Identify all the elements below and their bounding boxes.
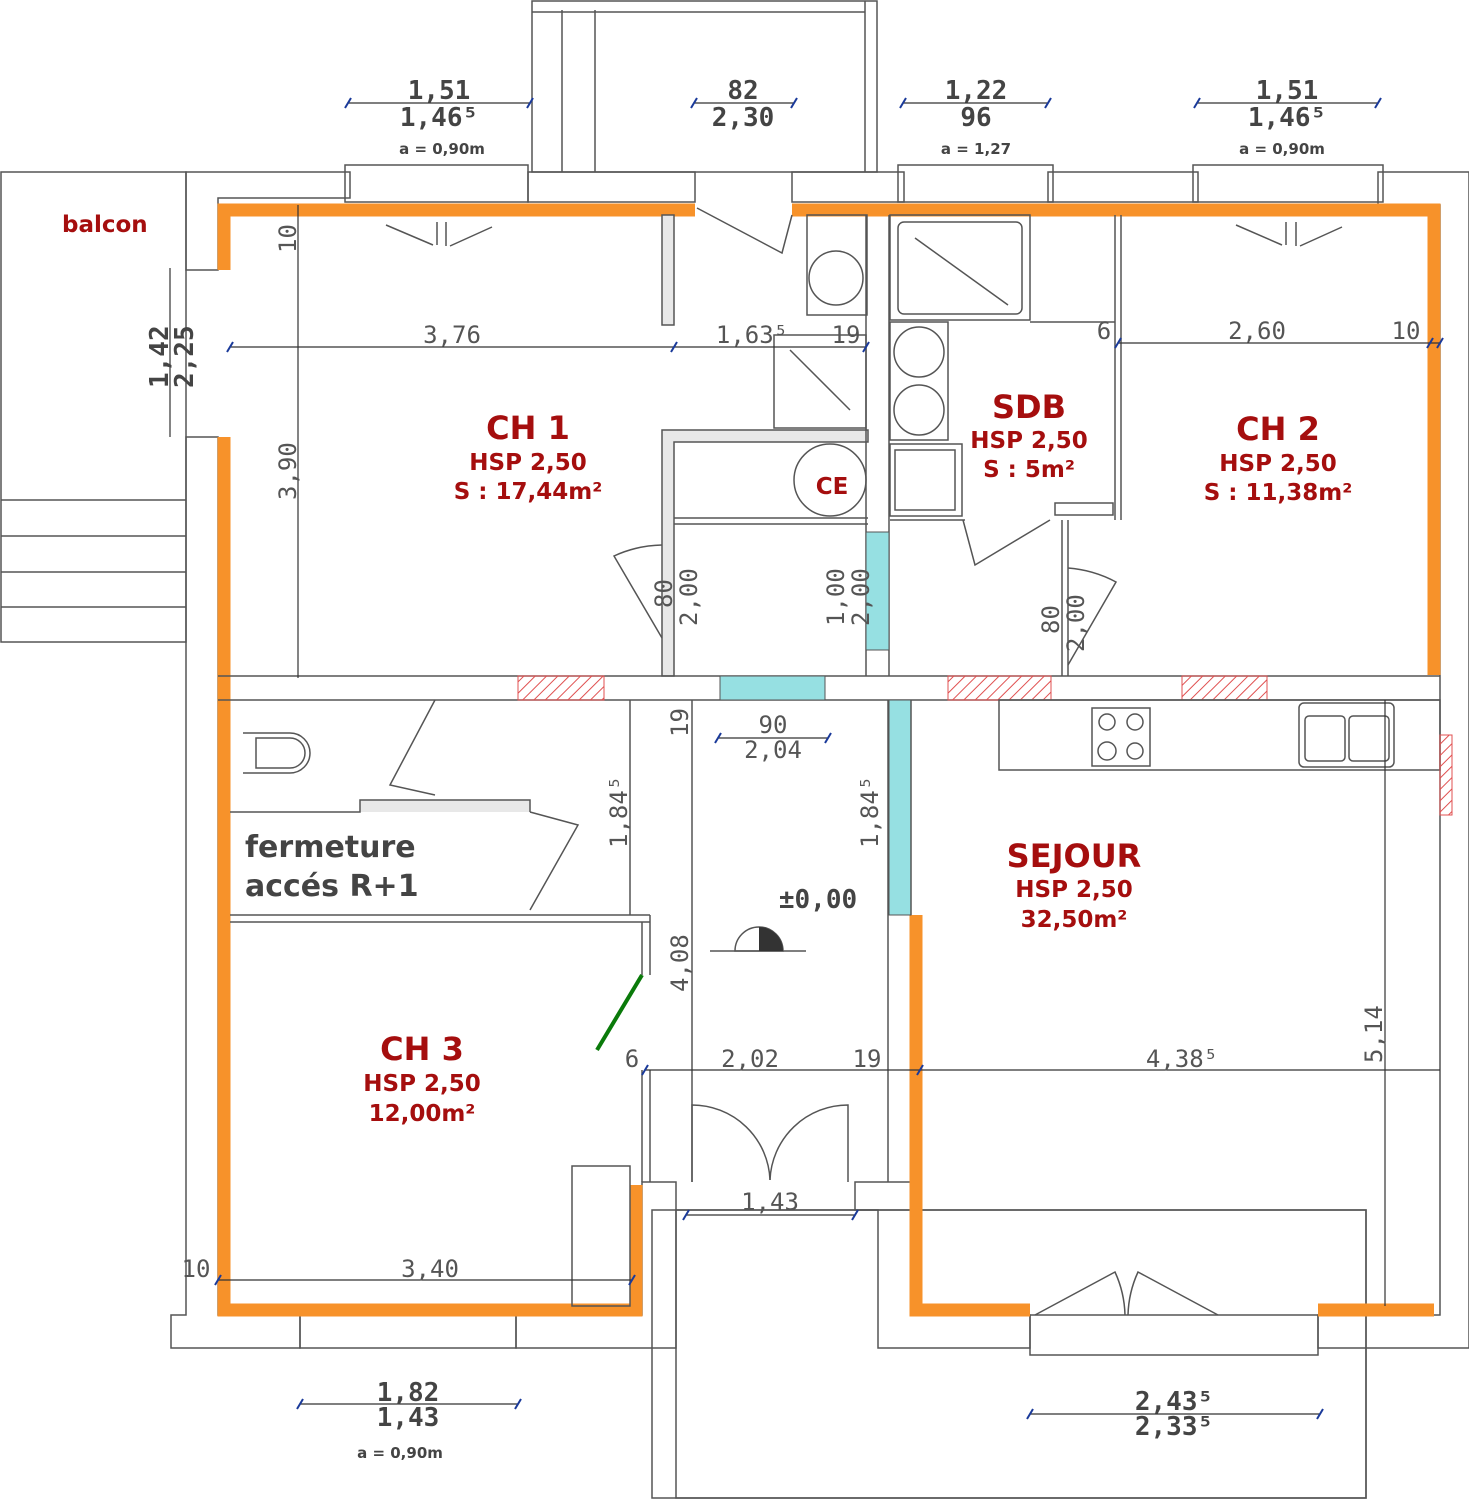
dim-ch1-width: 3,76 [423, 321, 481, 349]
balcony [0, 171, 187, 643]
water-heater: CE [793, 443, 867, 517]
dim-wall-6b: 6 [625, 1045, 639, 1073]
room-ch3: CH 3 HSP 2,50 12,00m² [363, 1030, 480, 1127]
dim-ch1-depth: 3,90 [274, 442, 302, 500]
stair-closure-note: fermeture accés R+1 [245, 830, 419, 904]
room-sdb: SDB HSP 2,50 S : 5m² [970, 388, 1087, 483]
bay-window-width: 2,43⁵ [1135, 1387, 1213, 1417]
room-sejour: SEJOUR HSP 2,50 32,50m² [1007, 837, 1142, 933]
window-1-width: 1,51 [408, 76, 471, 106]
dimension-lines [169, 97, 1444, 1420]
exterior-walls [170, 0, 1469, 1499]
dim-wall-19b: 19 [853, 1045, 882, 1073]
door-ch2-width: 80 [1037, 605, 1065, 634]
window-1-opening: 1,46⁵ [400, 103, 478, 133]
room-name: CH 2 [1236, 410, 1320, 448]
room-area: S : 17,44m² [454, 479, 603, 505]
door-ch1-height: 2,00 [675, 568, 703, 626]
window-3-width: 1,51 [1256, 76, 1319, 106]
interior-dimensions: 10 3,76 1,63⁵ 19 6 2,60 10 3,90 80 2,00 … [182, 224, 1421, 1283]
window-4-allege: a = 0,90m [357, 1444, 443, 1462]
room-hsp: HSP 2,50 [970, 428, 1087, 454]
window-1-allege: a = 0,90m [399, 140, 485, 158]
room-hsp: HSP 2,50 [1219, 451, 1336, 477]
dim-wall-top: 10 [274, 224, 302, 253]
dim-wall-19a: 19 [832, 321, 861, 349]
room-area: 12,00m² [369, 1101, 476, 1127]
stair-note-line2: accés R+1 [245, 869, 419, 904]
dim-hall-left: 1,84⁵ [605, 776, 633, 848]
insulation-lining [217, 203, 1441, 1317]
balcony-door-height: 2,25 [170, 325, 200, 388]
dim-sejour-depth: 5,14 [1360, 1005, 1388, 1063]
dim-dressing-width: 1,63⁵ [716, 321, 788, 349]
dim-sejour-width: 4,38⁵ [1146, 1045, 1218, 1073]
dim-wall-10b: 10 [1392, 317, 1421, 345]
balcony-label: balcon [62, 212, 148, 238]
dim-wall-6a: 6 [1097, 317, 1111, 345]
room-name: SEJOUR [1007, 837, 1142, 875]
window-4-width: 1,82 [377, 1378, 440, 1408]
room-name: CH 3 [380, 1030, 464, 1068]
water-heater-label: CE [816, 474, 849, 500]
dim-hall-right: 1,84⁵ [856, 776, 884, 848]
balcony-door-width: 1,42 [145, 325, 175, 388]
door-dg-width: 1,00 [822, 568, 850, 626]
floor-level: ±0,00 [779, 885, 857, 915]
door-ch1-width: 80 [650, 579, 678, 608]
dim-hall-width: 2,02 [721, 1045, 779, 1073]
room-name: CH 1 [486, 409, 570, 447]
door-wc-height: 2,04 [744, 736, 802, 764]
room-ch2: CH 2 HSP 2,50 S : 11,38m² [1204, 410, 1353, 506]
door-dg-height: 2,00 [847, 568, 875, 626]
window-3-allege: a = 0,90m [1239, 140, 1325, 158]
window-2-allege: a = 1,27 [941, 140, 1011, 158]
interior-partitions [218, 207, 1453, 1316]
stair-note-line1: fermeture [245, 830, 416, 865]
dim-entry-width: 1,43 [741, 1188, 799, 1216]
window-4-opening: 1,43 [377, 1403, 440, 1433]
room-hsp: HSP 2,50 [469, 450, 586, 476]
dim-wall-10c: 10 [182, 1255, 211, 1283]
room-area: 32,50m² [1021, 907, 1128, 933]
dim-hall-length: 4,08 [666, 934, 694, 992]
door-ch2-height: 2,00 [1062, 594, 1090, 652]
window-2-opening: 96 [960, 103, 991, 133]
bay-window-opening: 2,33⁵ [1135, 1412, 1213, 1442]
dim-ch3-width: 3,40 [401, 1255, 459, 1283]
door-entry-height: 2,30 [712, 103, 775, 133]
dim-wall-19v: 19 [666, 708, 694, 737]
door-wc-width: 90 [759, 711, 788, 739]
window-dimensions-top: 1,51 1,46⁵ a = 0,90m 82 2,30 1,22 96 a =… [399, 76, 1326, 158]
room-ch1: CH 1 HSP 2,50 S : 17,44m² [454, 409, 603, 505]
dim-ch2-width: 2,60 [1228, 317, 1286, 345]
window-2-width: 1,22 [945, 76, 1008, 106]
room-hsp: HSP 2,50 [1015, 877, 1132, 903]
window-dimensions-bottom: 1,82 1,43 a = 0,90m 2,43⁵ 2,33⁵ [357, 1378, 1213, 1462]
room-area: S : 5m² [983, 457, 1075, 483]
room-area: S : 11,38m² [1204, 480, 1353, 506]
window-3-opening: 1,46⁵ [1248, 103, 1326, 133]
door-entry-width: 82 [727, 76, 758, 106]
room-hsp: HSP 2,50 [363, 1071, 480, 1097]
room-name: SDB [992, 388, 1066, 426]
